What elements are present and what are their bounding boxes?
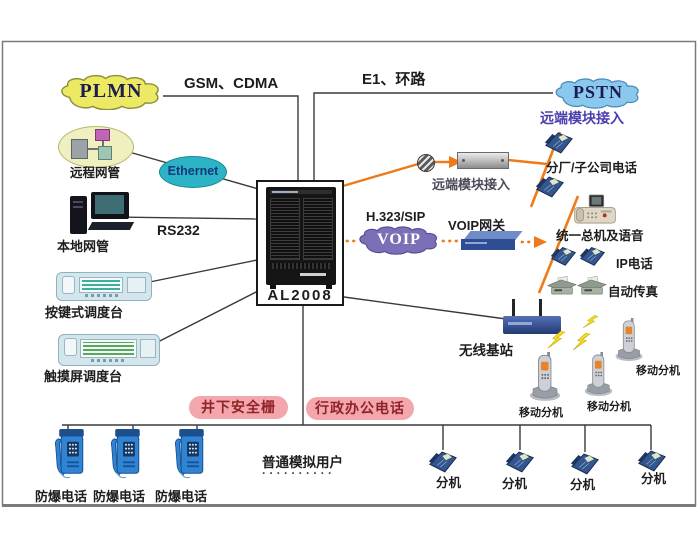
switchboard-icon [574,194,616,224]
cordless-phone-icon [529,352,561,402]
exp-phone-label: 防爆电话 [155,489,208,504]
mine-barrier-pill: 井下安全栅 [189,396,288,419]
link-key-console [134,258,263,286]
ethernet-ellipse: Ethernet [159,156,227,188]
cabinet-rack-icon [266,187,336,289]
mobile-ext-label: 移动分机 [519,407,563,419]
branch-phone-icon [535,176,564,198]
orange-feeder-3 [507,158,548,166]
lightning-icon [572,330,591,354]
ext-label: 分机 [436,476,462,490]
touch-console-label: 触摸屏调度台 [44,369,123,384]
wireless-base-label: 无线基站 [459,343,513,358]
fax-icon [547,276,577,295]
explosion-proof-phone-icon [174,429,205,479]
link-touch-console [147,288,263,348]
rs232-label: RS232 [157,222,200,238]
remote-access-pstn-label: 远端模块接入 [540,110,624,126]
extension-phone-icon [505,451,534,473]
mobile-ext-label: 移动分机 [587,401,631,413]
auto-fax-label: 自动传真 [608,285,659,299]
arrowhead-voip [534,236,547,248]
voip-gateway-icon [461,231,523,251]
branch-phone-icon [544,132,573,154]
touch-console-icon [58,334,160,366]
ip-phone-icon [550,247,576,266]
branch-phones-label: 分厂/子公司电话 [546,161,637,175]
ip-phone-icon [579,247,605,266]
extension-phone-icon [428,451,457,473]
pstn-label: PSTN [572,82,623,102]
fax-icon [577,276,607,295]
link-pstn-cabinet [313,92,553,182]
stubs-extensions [442,425,652,452]
cabinet-label: AL2008 [267,287,333,304]
office-phones-pill: 行政办公电话 [306,397,414,420]
local-nms-computer-icon [70,192,135,238]
gsm-cdma-label: GSM、CDMA [184,75,279,92]
cordless-phone-icon [584,352,613,397]
voip-gateway-label: VOIP网关 [448,218,506,233]
remote-module-icon [457,152,509,169]
switchboard-label: 统一总机及语音 [556,229,644,243]
analog-users-dots: · · · · · · · · · · [262,466,332,480]
remote-nms-icon [58,126,134,168]
cordless-phone-icon [615,318,643,362]
plmn-label: PLMN [79,80,143,102]
key-console-icon [56,272,152,301]
extension-phone-icon [570,453,599,475]
key-console-label: 按键式调度台 [45,305,124,320]
link-rs232 [109,216,263,220]
remote-nms-label: 远程网管 [69,166,120,180]
al2008-cabinet [256,180,344,306]
h323-sip-label: H.323/SIP [366,209,426,224]
isolator-icon [417,154,435,172]
mobile-ext-label: 移动分机 [636,365,680,377]
remote-access-module-label: 远端模块接入 [432,177,511,192]
ip-phone-label: IP电话 [616,257,653,271]
ext-label: 分机 [502,477,528,491]
wireless-base-station-icon [503,299,561,334]
explosion-proof-phone-icon [54,429,85,479]
voip-label: VOIP [377,231,421,248]
local-nms-label: 本地网管 [56,239,109,254]
lightning-icon [547,328,566,352]
exp-phone-label: 防爆电话 [35,489,88,504]
ext-label: 分机 [570,478,596,492]
e1-loop-label: E1、环路 [362,71,426,88]
ext-label: 分机 [641,472,667,486]
explosion-proof-phone-icon [110,429,141,479]
orange-feeder-1 [342,162,419,188]
lightning-icon [582,312,599,332]
exp-phone-label: 防爆电话 [93,489,146,504]
link-wireless-base [343,296,507,320]
analog-users-label: 普通模拟用户 [262,455,343,470]
